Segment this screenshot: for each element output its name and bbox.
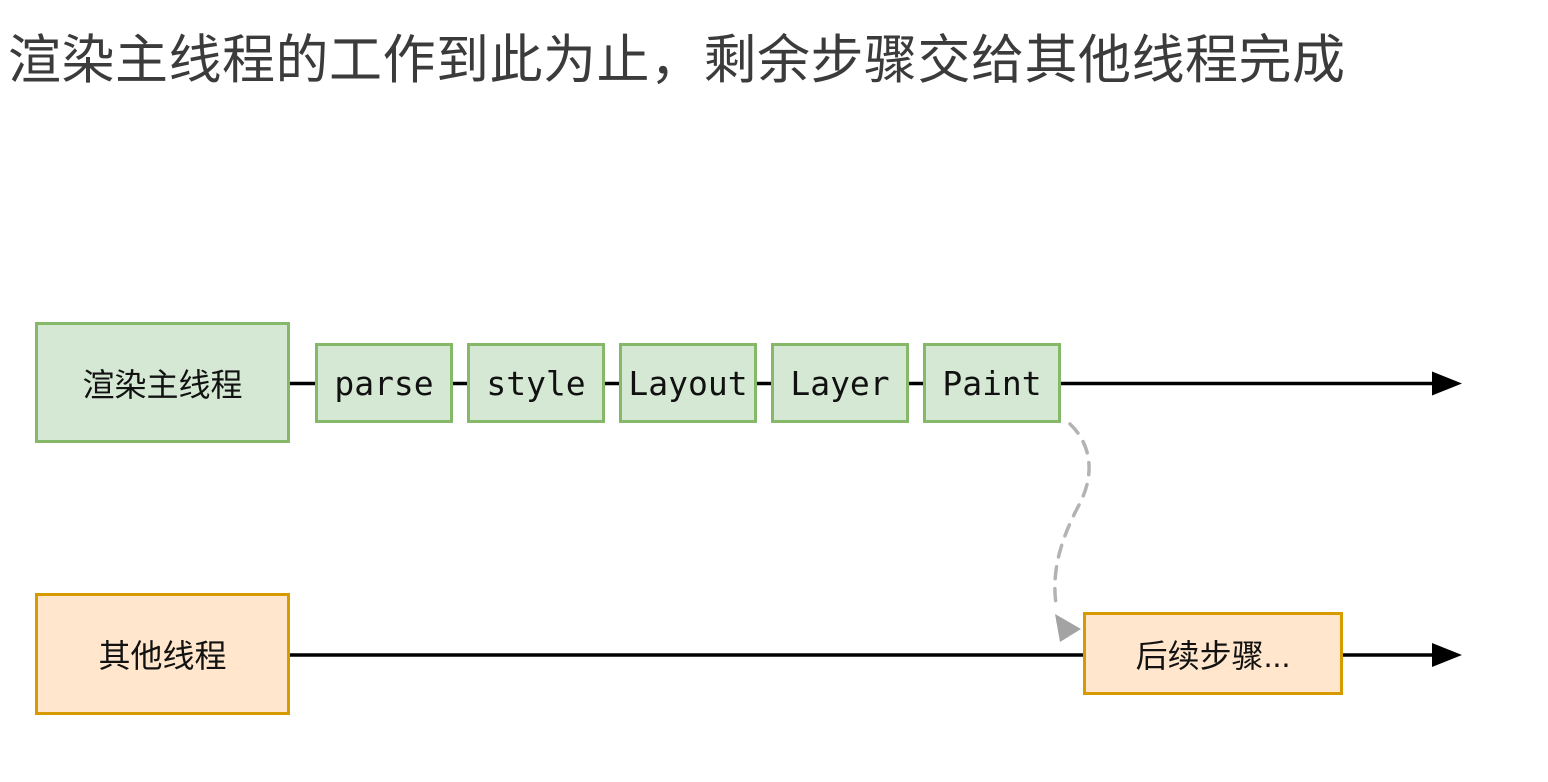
- page-title: 渲染主线程的工作到此为止，剩余步骤交给其他线程完成: [8, 31, 1346, 90]
- step-box-layout: Layout: [619, 343, 757, 423]
- step-box-style: style: [467, 343, 605, 423]
- step-label-layer: Layer: [790, 363, 890, 403]
- step-box-parse: parse: [315, 343, 453, 423]
- step-box-paint: Paint: [923, 343, 1061, 423]
- other-thread-arrowhead-icon: [1432, 643, 1462, 667]
- handoff-arrowhead-icon: [1055, 614, 1081, 642]
- step-label-style: style: [486, 363, 586, 403]
- step-label-parse: parse: [334, 363, 434, 403]
- main-thread-label: 渲染主线程: [82, 366, 243, 403]
- other-thread-box: 其他线程: [35, 593, 290, 715]
- handoff-dashed-arrow: [1053, 422, 1091, 612]
- step-box-layer: Layer: [771, 343, 909, 423]
- step-label-paint: Paint: [942, 363, 1042, 403]
- main-thread-box: 渲染主线程: [35, 322, 290, 443]
- next-steps-box: 后续步骤...: [1083, 612, 1343, 695]
- main-thread-arrowhead-icon: [1432, 371, 1462, 396]
- other-thread-label: 其他线程: [98, 638, 227, 674]
- step-label-layout: Layout: [628, 363, 748, 403]
- next-steps-label: 后续步骤...: [1135, 637, 1291, 674]
